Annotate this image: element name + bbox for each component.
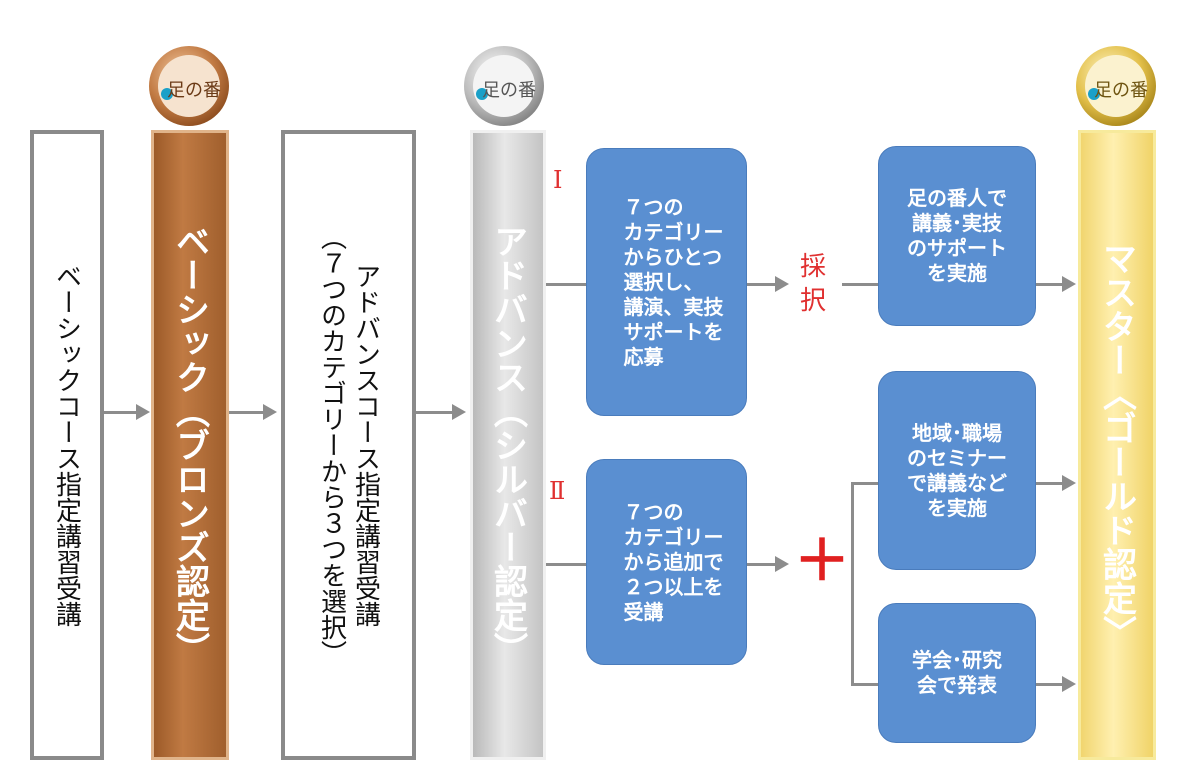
arrow-head-icon <box>775 556 789 572</box>
advance-silver-label: アドバンス（シルバー認定） <box>487 224 528 666</box>
advance-course-note: （７つのカテゴリーから３つを選択） <box>316 224 347 666</box>
branch-line <box>851 482 878 485</box>
route2-box: ７つの カテゴリー から追加で ２つ以上を 受講 <box>586 459 747 665</box>
arrow-line <box>416 411 454 414</box>
outcome2-box: 地域･職場 のセミナー で講義など を実施 <box>878 371 1036 570</box>
arrow-line <box>104 411 138 414</box>
adopted-label: 採択 <box>799 252 826 316</box>
arrow-head-icon <box>1062 276 1076 292</box>
emblem-label: 足の番 <box>1094 80 1148 101</box>
branch-line <box>851 683 878 686</box>
plus-sign: ＋ <box>794 529 850 594</box>
route2-marker: Ⅱ <box>549 477 566 505</box>
basic-course-label: ベーシックコース指定講習受講 <box>51 263 82 627</box>
route1-box: ７つの カテゴリー からひとつ 選択し、 講演、実技 サポートを 応募 <box>586 148 747 416</box>
arrow-line <box>747 563 777 566</box>
basic-bronze-box: ベーシック（ブロンズ認定） <box>151 130 229 760</box>
arrow-head-icon <box>775 276 789 292</box>
basic-bronze-label: ベーシック（ブロンズ認定） <box>169 224 210 666</box>
route1-marker: Ⅰ <box>553 166 563 194</box>
arrow-line <box>1036 482 1064 485</box>
branch-line <box>851 482 854 686</box>
outcome3-box: 学会･研究 会で発表 <box>878 603 1036 743</box>
arrow-line <box>1036 683 1064 686</box>
advance-course-box: アドバンスコース指定講習受講 （７つのカテゴリーから３つを選択） <box>281 130 416 760</box>
emblem-label: 足の番 <box>167 80 221 101</box>
master-gold-box: マスター〈ゴールド認定〉 <box>1078 130 1156 760</box>
bronze-emblem-icon: 足の番 <box>149 46 229 126</box>
arrow-head-icon <box>452 404 466 420</box>
arrow-head-icon <box>263 404 277 420</box>
advance-course-label: アドバンスコース指定講習受講 <box>350 263 381 627</box>
arrow-line <box>546 563 586 566</box>
arrow-line <box>1036 283 1064 286</box>
arrow-line <box>842 283 878 286</box>
arrow-line <box>747 283 777 286</box>
emblem-label: 足の番 <box>482 80 536 101</box>
arrow-line <box>229 411 265 414</box>
master-gold-label: マスター〈ゴールド認定〉 <box>1096 241 1137 649</box>
advance-silver-box: アドバンス（シルバー認定） <box>470 130 546 760</box>
arrow-head-icon <box>1062 676 1076 692</box>
arrow-head-icon <box>136 404 150 420</box>
basic-course-box: ベーシックコース指定講習受講 <box>30 130 104 760</box>
arrow-head-icon <box>1062 475 1076 491</box>
outcome1-box: 足の番人で 講義･実技 のサポート を実施 <box>878 146 1036 326</box>
silver-emblem-icon: 足の番 <box>464 46 544 126</box>
arrow-line <box>546 283 586 286</box>
gold-emblem-icon: 足の番 <box>1076 46 1156 126</box>
